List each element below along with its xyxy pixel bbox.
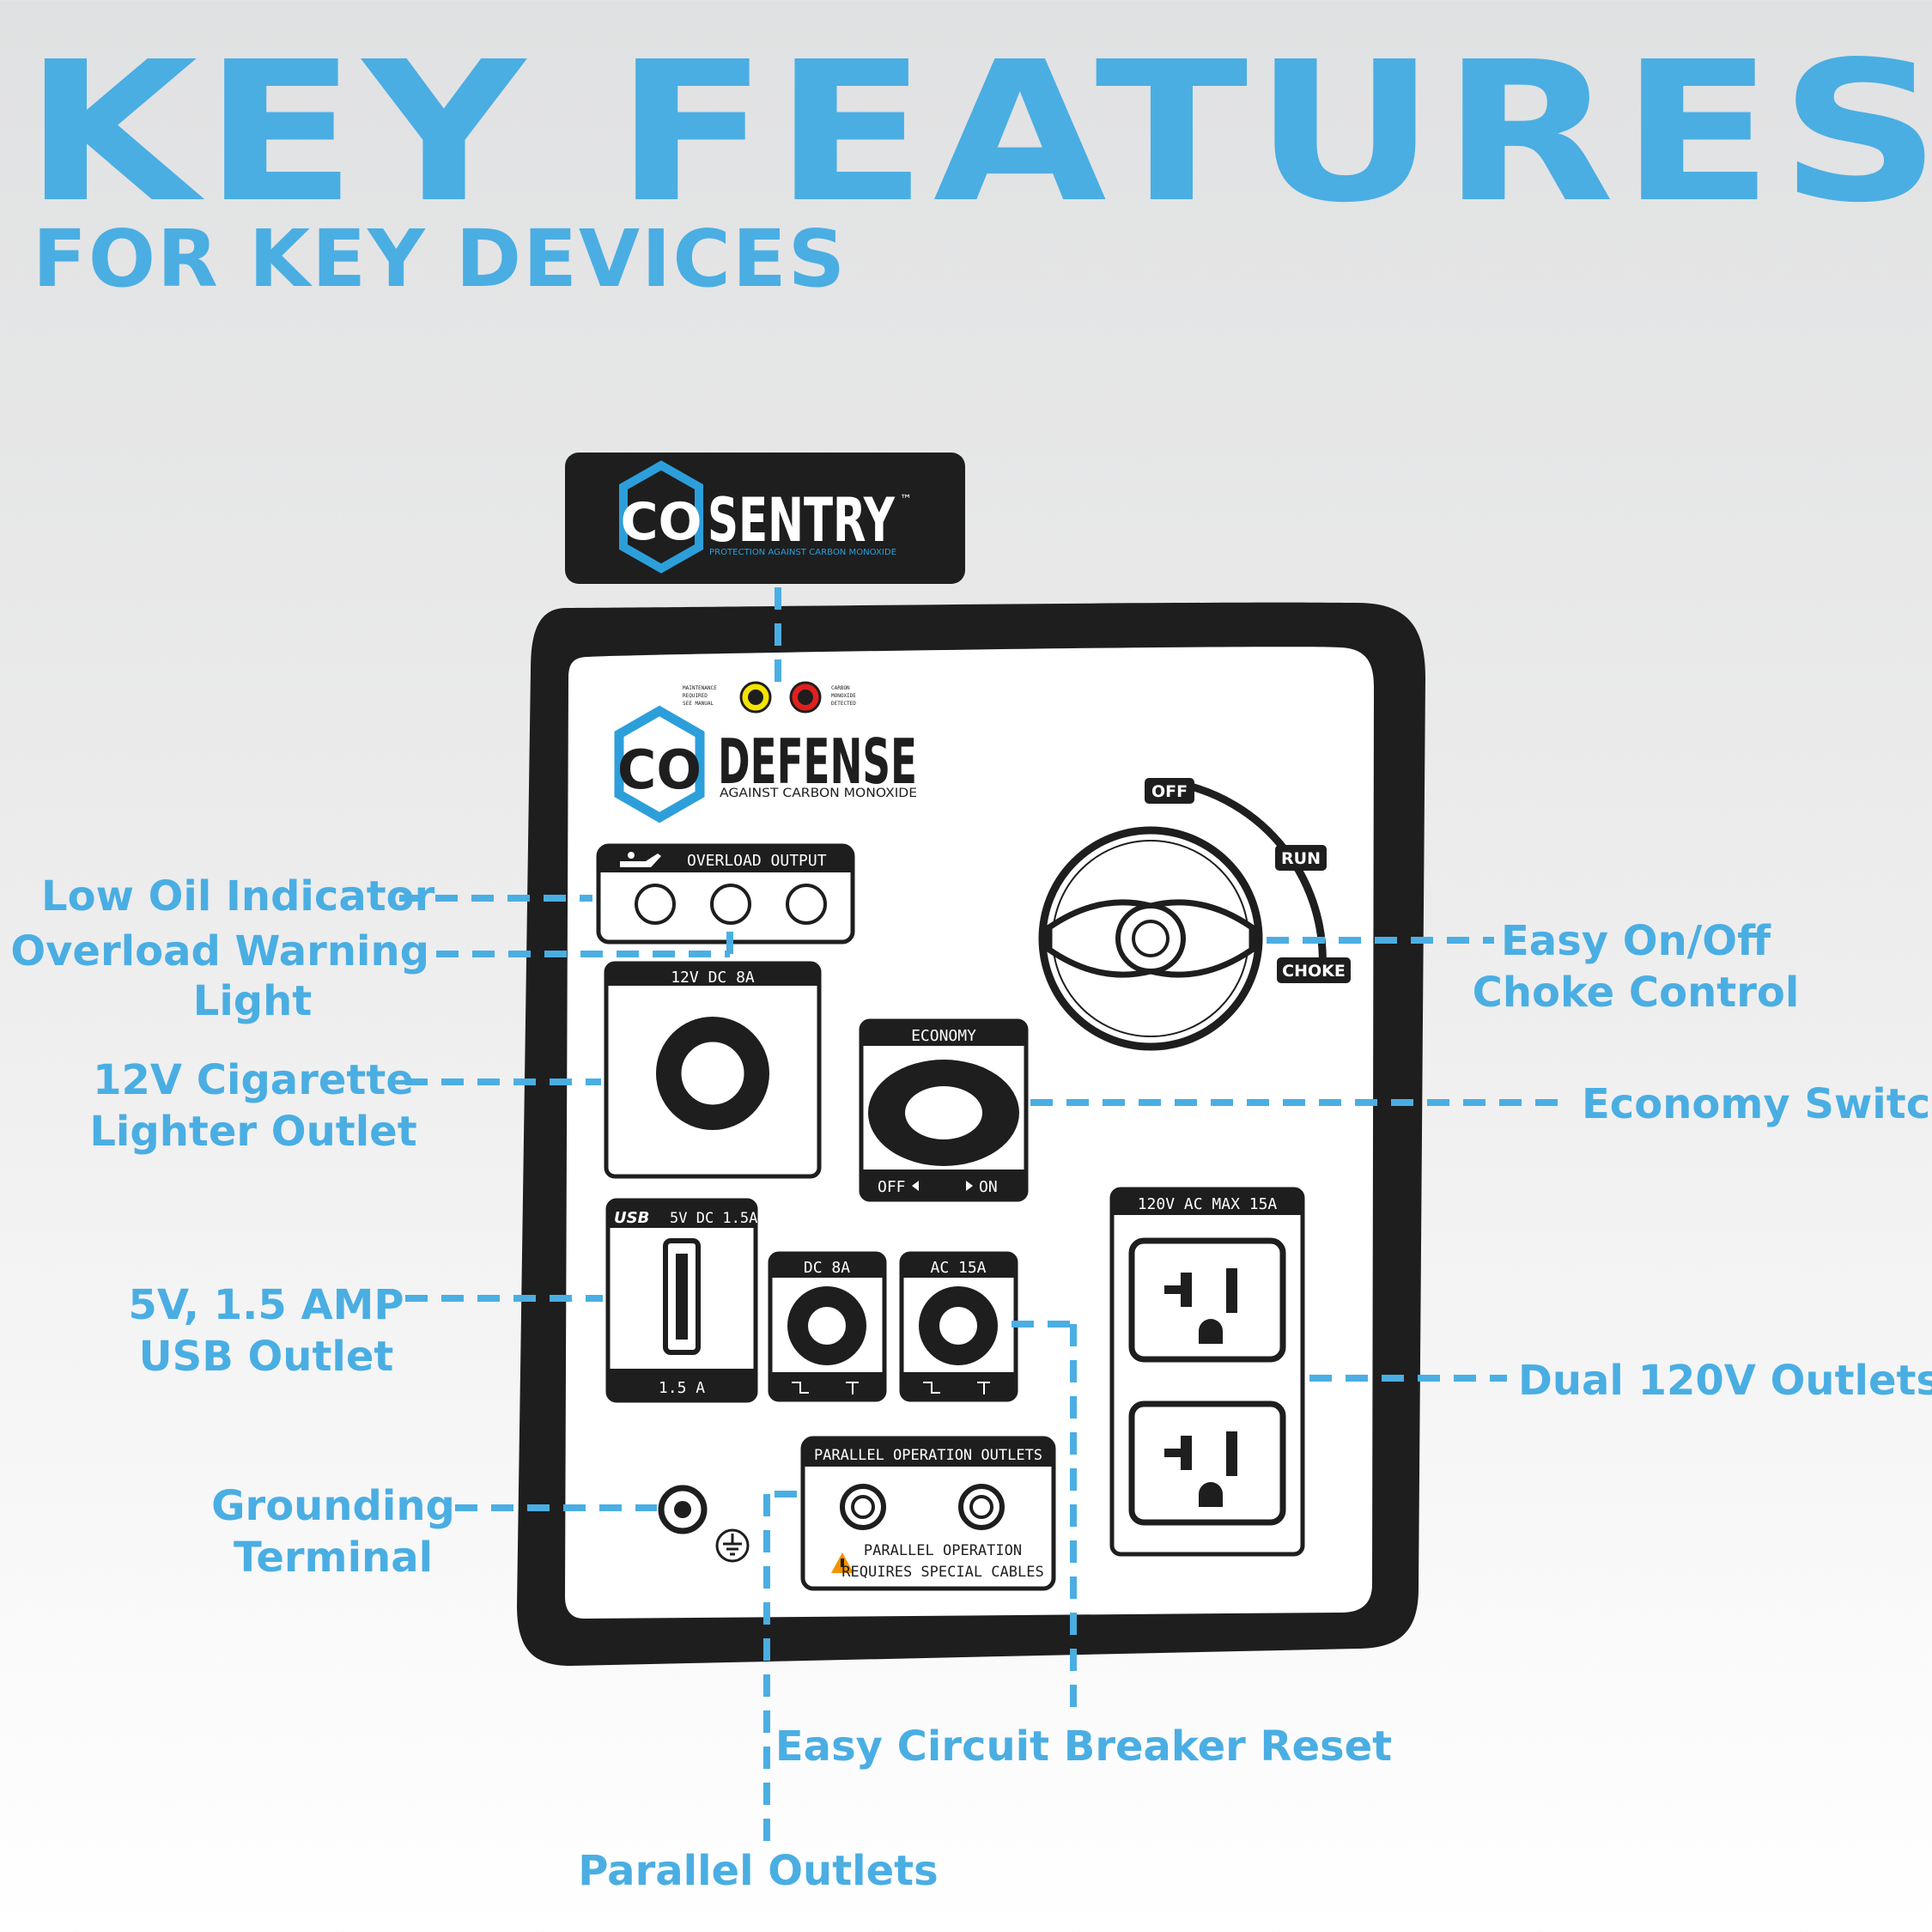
callout-parallel: Parallel Outlets [578, 1847, 938, 1895]
callout-cigarette-1: 12V Cigarette [93, 1056, 414, 1104]
ac-outlet-bottom[interactable] [1128, 1400, 1286, 1526]
co-sentry-tagline: PROTECTION AGAINST CARBON MONOXIDE [709, 548, 896, 557]
svg-text:AC 15A: AC 15A [930, 1259, 986, 1277]
page-subtitle: FOR KEY DEVICES [33, 213, 847, 305]
choke-knob-icon [1038, 826, 1263, 1051]
page-title: KEY FEATURES [24, 21, 1932, 246]
dc-circuit-breaker[interactable]: DC 8A [768, 1251, 887, 1402]
svg-text:1.5 A: 1.5 A [659, 1379, 705, 1397]
svg-text:SEE MANUAL: SEE MANUAL [683, 701, 714, 707]
callout-onoff-1: Easy On/Off [1501, 917, 1771, 965]
co-sentry-badge: CO SENTRY ™ PROTECTION AGAINST CARBON MO… [565, 453, 965, 584]
callout-usb-1: 5V, 1.5 AMP [128, 1281, 404, 1329]
svg-text:REQUIRED: REQUIRED [683, 693, 708, 699]
svg-text:OVERLOAD OUTPUT: OVERLOAD OUTPUT [687, 852, 827, 870]
ground-symbol-icon [715, 1528, 750, 1563]
svg-text:12V DC 8A: 12V DC 8A [671, 969, 755, 987]
maintenance-indicator: MAINTENANCE REQUIRED SEE MANUAL [683, 681, 772, 714]
svg-text:5V DC 1.5A: 5V DC 1.5A [670, 1210, 757, 1227]
hexagon-icon [614, 705, 705, 823]
svg-text:CO: CO [617, 738, 702, 801]
svg-text:PARALLEL OPERATION OUTLETS: PARALLEL OPERATION OUTLETS [814, 1447, 1042, 1464]
co-detected-indicator: CARBON MONOXIDE DETECTED [789, 681, 856, 714]
usb-outlet[interactable]: USB 5V DC 1.5A 1.5 A [605, 1198, 758, 1403]
svg-text:MAINTENANCE: MAINTENANCE [683, 685, 717, 691]
co-sentry-tm: ™ [900, 493, 912, 507]
economy-switch[interactable]: ECONOMY OFF ON [859, 1018, 1029, 1202]
callout-breaker: Easy Circuit Breaker Reset [775, 1722, 1392, 1771]
parallel-outlets-panel: PARALLEL OPERATION OUTLETS PARALLEL OPER… [800, 1436, 1056, 1591]
leader-lines [399, 587, 1571, 1842]
svg-text:DEFENSE: DEFENSE [718, 726, 917, 798]
co-defense-logo: CO DEFENSE AGAINST CARBON MONOXIDE [614, 705, 917, 823]
svg-text:RUN: RUN [1281, 849, 1321, 868]
svg-text:REQUIRES SPECIAL CABLES: REQUIRES SPECIAL CABLES [841, 1564, 1043, 1581]
ac-outlet-top[interactable] [1128, 1237, 1286, 1363]
svg-text:OFF: OFF [878, 1178, 906, 1196]
callout-onoff-2: Choke Control [1473, 969, 1800, 1017]
co-sentry-co: CO [620, 492, 702, 552]
co-sentry-brand: SENTRY [708, 485, 896, 556]
svg-text:ON: ON [979, 1178, 998, 1196]
svg-text:PARALLEL OPERATION: PARALLEL OPERATION [864, 1542, 1022, 1559]
ac-circuit-breaker[interactable]: AC 15A [899, 1251, 1018, 1402]
grounding-terminal[interactable] [658, 1485, 708, 1534]
svg-text:ECONOMY: ECONOMY [911, 1027, 976, 1045]
choke-control[interactable]: OFF RUN CHOKE [1038, 778, 1351, 1051]
svg-text:MONOXIDE: MONOXIDE [831, 693, 856, 699]
svg-text:DC 8A: DC 8A [804, 1259, 850, 1277]
callout-usb-2: USB Outlet [139, 1333, 394, 1381]
callout-overload-2: Light [193, 977, 313, 1025]
low-oil-light [635, 884, 676, 925]
svg-text:CHOKE: CHOKE [1282, 962, 1346, 981]
callout-cigarette-2: Lighter Outlet [89, 1108, 416, 1156]
parallel-outlet-left[interactable] [840, 1484, 886, 1530]
svg-text:AGAINST CARBON MONOXIDE: AGAINST CARBON MONOXIDE [720, 787, 917, 800]
overload-light [710, 884, 751, 925]
parallel-outlet-right[interactable] [958, 1484, 1005, 1530]
svg-text:DETECTED: DETECTED [831, 701, 856, 707]
svg-text:OFF: OFF [1151, 782, 1188, 801]
callout-grounding-2: Terminal [234, 1534, 433, 1582]
callout-dual-120: Dual 120V Outlets [1518, 1357, 1932, 1405]
svg-text:CARBON: CARBON [831, 685, 850, 691]
usb-icon: USB [614, 1209, 649, 1227]
warning-triangle-icon [831, 1552, 854, 1573]
callout-low-oil: Low Oil Indicator [41, 872, 435, 920]
output-light [786, 884, 827, 925]
cigarette-lighter-outlet[interactable]: 12V DC 8A [604, 961, 822, 1179]
svg-text:120V AC MAX 15A: 120V AC MAX 15A [1138, 1195, 1278, 1213]
callout-economy: Economy Switch [1582, 1080, 1932, 1128]
hexagon-icon [619, 460, 703, 574]
callout-grounding-1: Grounding [211, 1482, 455, 1530]
callout-overload-1: Overload Warning [10, 927, 429, 975]
oil-can-icon [620, 852, 661, 867]
overload-output-panel: OVERLOAD OUTPUT [596, 843, 855, 945]
